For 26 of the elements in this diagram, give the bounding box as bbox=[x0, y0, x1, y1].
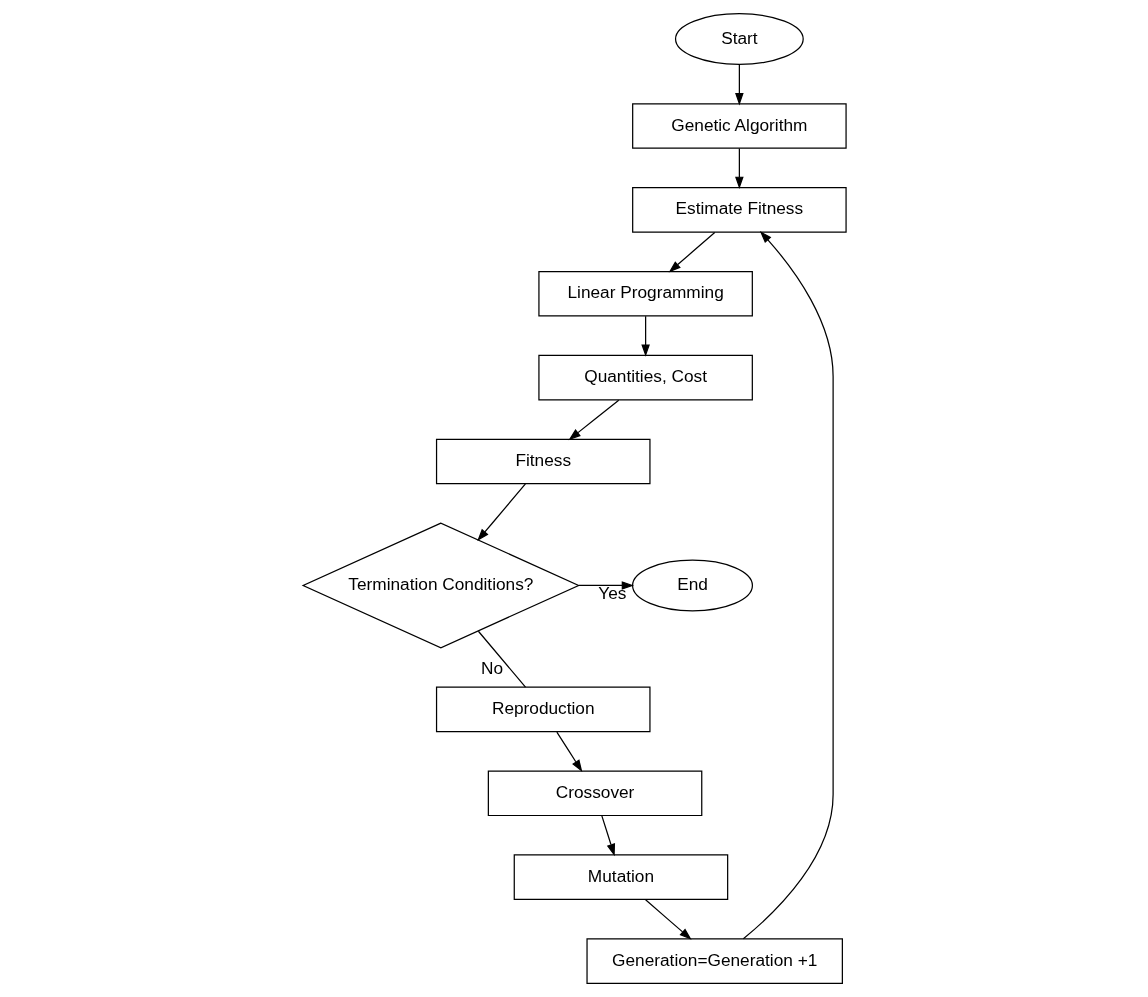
node-box: Linear Programming bbox=[537, 270, 753, 317]
arrow bbox=[476, 483, 526, 542]
node-box: Fitness bbox=[435, 438, 651, 485]
arrow bbox=[742, 231, 834, 940]
node-ellipse: Start bbox=[674, 13, 804, 65]
node-box: Crossover bbox=[487, 770, 702, 817]
arrow bbox=[555, 731, 582, 773]
arrow bbox=[644, 899, 692, 940]
arrow bbox=[568, 399, 619, 441]
node-box: Generation=Generation +1 bbox=[585, 938, 843, 984]
node-box: Mutation bbox=[513, 854, 728, 900]
arrow bbox=[734, 64, 744, 106]
arrow bbox=[600, 815, 615, 857]
connector bbox=[477, 630, 526, 688]
arrow bbox=[668, 231, 715, 273]
node-diamond: Termination Conditions? bbox=[301, 522, 580, 649]
arrow bbox=[577, 581, 634, 590]
edge-label: Yes bbox=[597, 583, 626, 604]
node-ellipse: End bbox=[631, 559, 753, 612]
node-box: Quantities, Cost bbox=[537, 354, 753, 401]
node-box: Estimate Fitness bbox=[631, 187, 847, 233]
node-box: Genetic Algorithm bbox=[631, 103, 847, 149]
arrow bbox=[640, 315, 650, 357]
edge-label: No bbox=[480, 658, 503, 679]
node-box: Reproduction bbox=[435, 686, 651, 733]
arrow bbox=[734, 148, 744, 189]
